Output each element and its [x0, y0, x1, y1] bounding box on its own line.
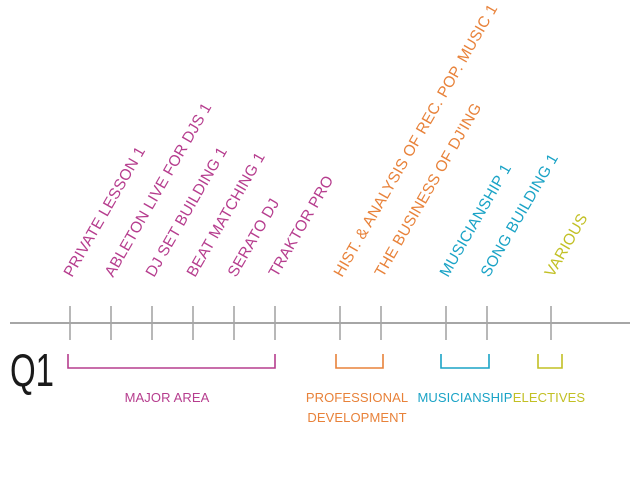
category-label-electives: ELECTIVES [513, 390, 586, 405]
category-label-professional: PROFESSIONAL [306, 390, 408, 405]
professional-development-bracket [335, 354, 384, 369]
course-label-beat-matching: BEAT MATCHING 1 [184, 150, 269, 280]
category-label-musicianship: MUSICIANSHIP [417, 390, 512, 405]
quarter-label: Q1 [10, 344, 54, 396]
category-label-major-area: MAJOR AREA [125, 390, 210, 405]
major-area-bracket [67, 354, 276, 369]
musicianship-bracket [440, 354, 490, 369]
timeline-ticks [69, 306, 552, 340]
course-label-musicianship: MUSICIANSHIP 1 [437, 161, 515, 280]
electives-bracket [537, 354, 563, 369]
course-label-traktor-pro: TRAKTOR PRO [266, 173, 338, 280]
course-label-various: VARIOUS [542, 211, 592, 280]
course-label-history-analysis: HIST. & ANALYSIS OF REC. POP. MUSIC 1 [331, 2, 502, 280]
category-label-development: DEVELOPMENT [307, 410, 406, 425]
